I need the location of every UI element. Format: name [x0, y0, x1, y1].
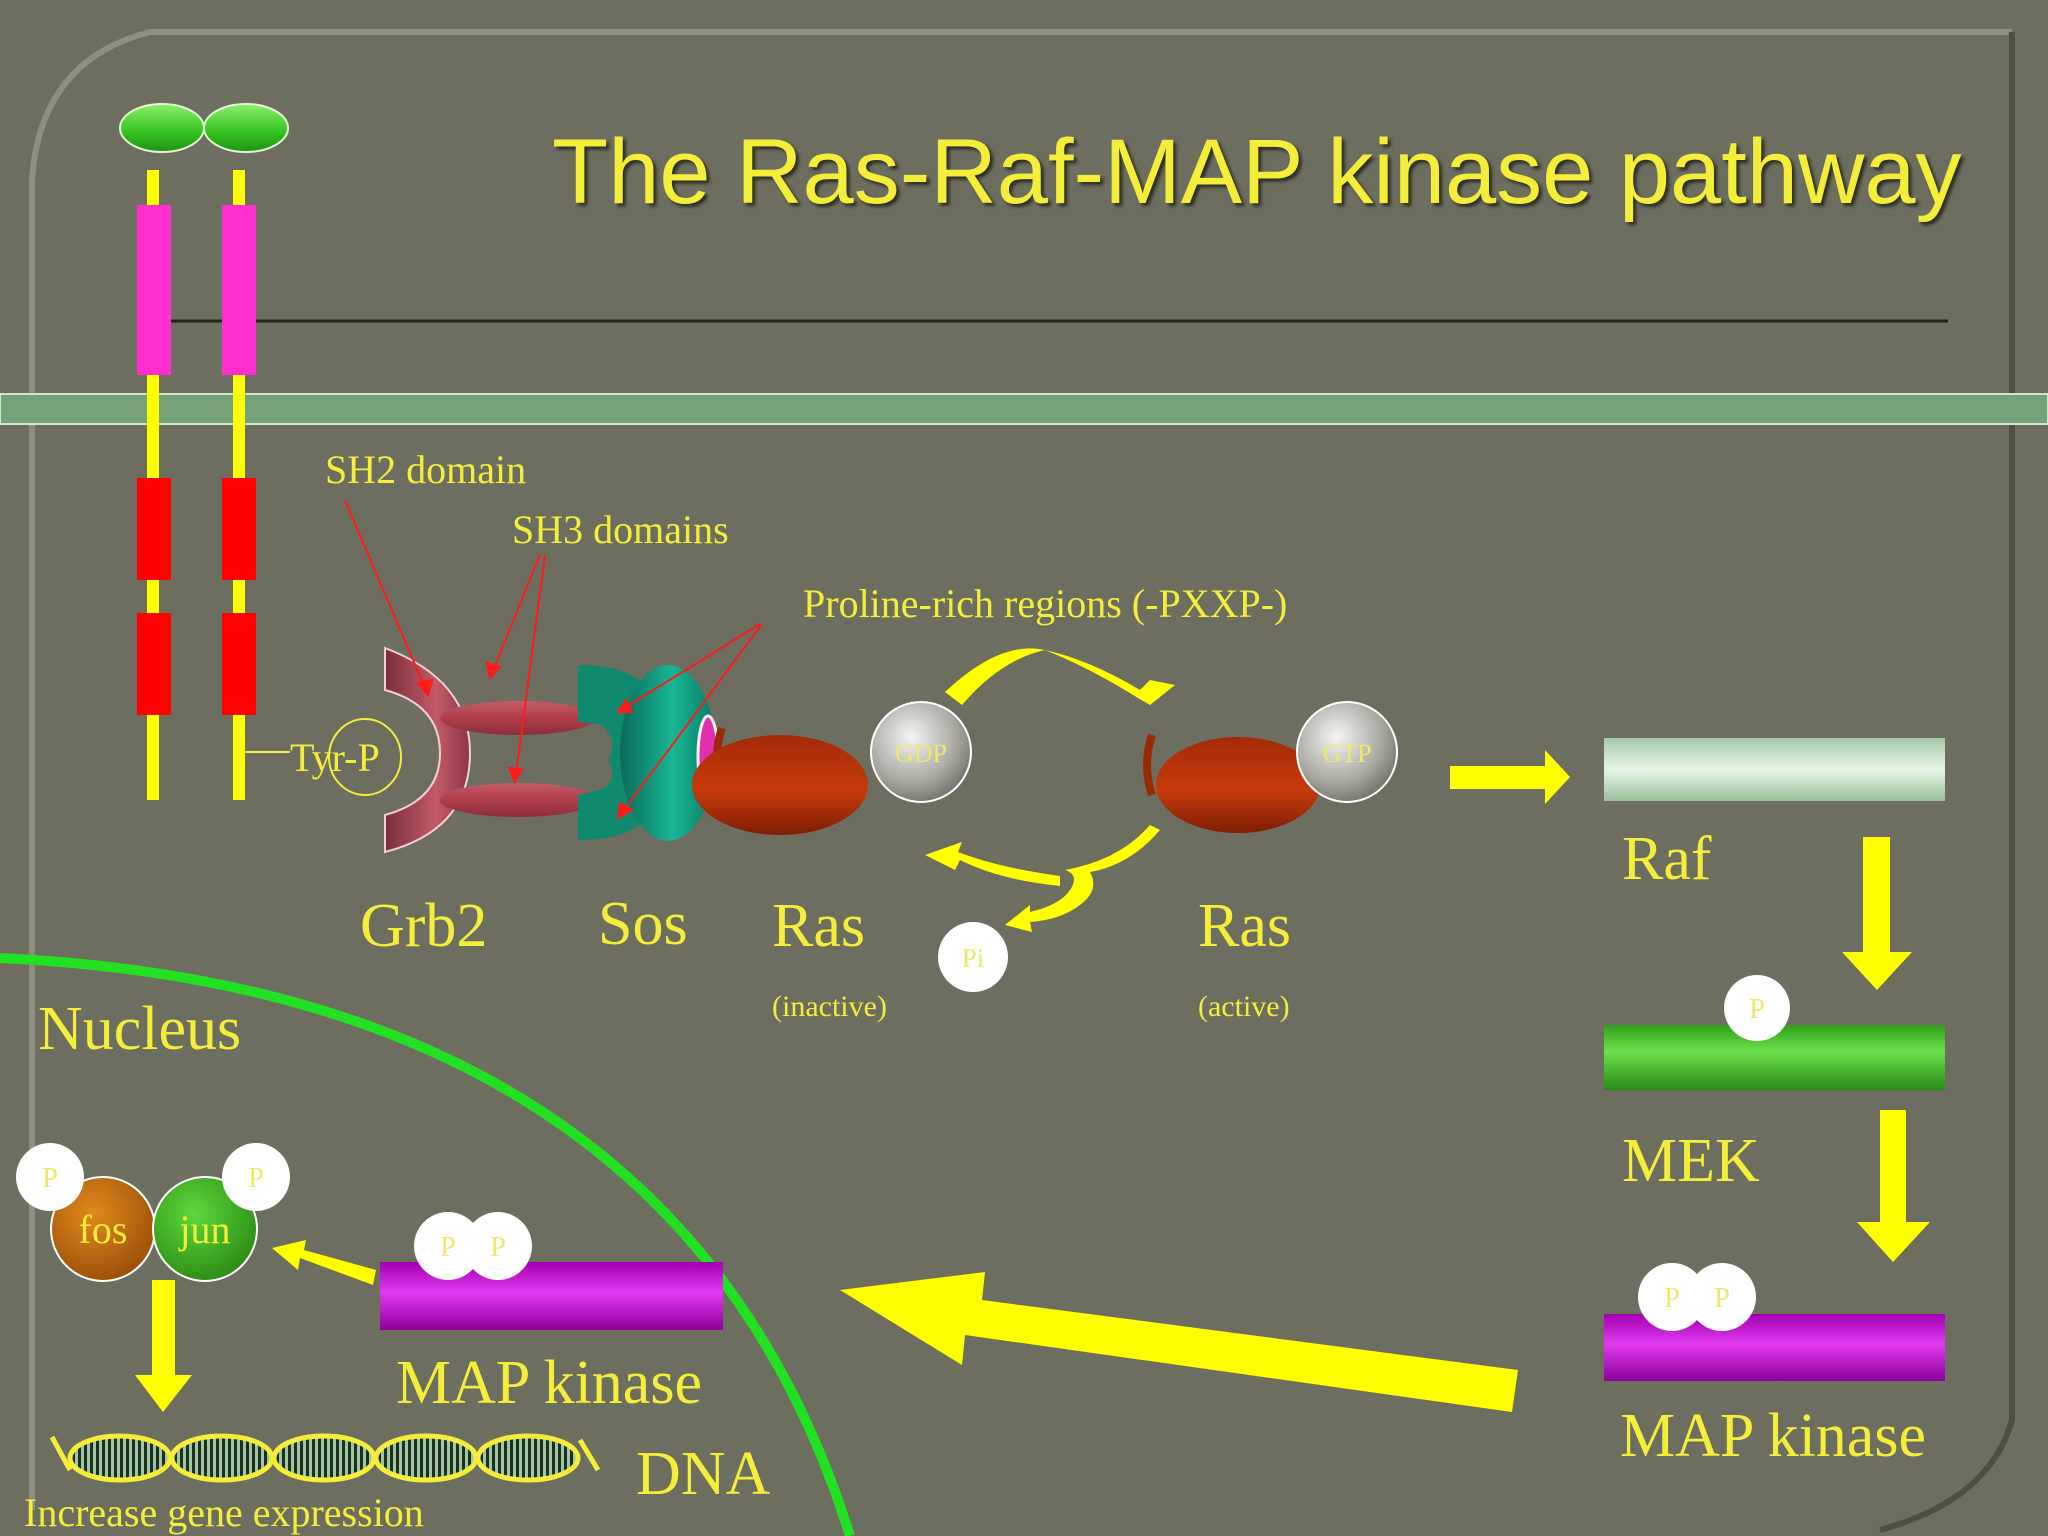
- nucleus-label: Nucleus: [38, 995, 242, 1063]
- mapk-left-phospho-1: [414, 1212, 482, 1280]
- dna-helix: [49, 1433, 601, 1483]
- mapk-right-p2: P: [1714, 1283, 1730, 1314]
- ras-active-label: Ras: [1198, 892, 1291, 960]
- active-label: (active): [1198, 990, 1290, 1023]
- jun-circle: [152, 1176, 258, 1282]
- slide-title: The Ras-Raf-MAP kinase pathway: [552, 121, 1962, 223]
- mek-phospho: [1724, 975, 1790, 1041]
- cascade-arrows: [135, 750, 1930, 1412]
- tyr-p-label: Tyr-P: [290, 735, 380, 780]
- exchange-arrows: [925, 648, 1175, 932]
- gdp-label: GDP: [895, 739, 947, 768]
- mapk-right-phospho-2: [1688, 1263, 1756, 1331]
- ras-inactive-label: Ras: [772, 892, 865, 960]
- plasma-membrane: [0, 393, 2048, 425]
- fos-phospho: [16, 1143, 84, 1211]
- mapk-right-phospho-1: [1638, 1263, 1706, 1331]
- sh2-domain-label: SH2 domain: [325, 447, 527, 492]
- gene-expression-label: Increase gene expression: [24, 1490, 424, 1535]
- mapk-left-p2: P: [490, 1232, 506, 1263]
- sh3-domains-label: SH3 domains: [512, 507, 729, 552]
- annotation-lines: [344, 499, 763, 820]
- dna-label: DNA: [636, 1440, 771, 1508]
- mapk-left-p1: P: [440, 1232, 456, 1263]
- raf-label: Raf: [1622, 825, 1712, 893]
- pi-circle: [938, 922, 1008, 992]
- mapk-right-p1: P: [1664, 1283, 1680, 1314]
- grb2-protein: [328, 646, 596, 854]
- jun-phospho: [222, 1143, 290, 1211]
- mapk-left-label: MAP kinase: [396, 1349, 702, 1417]
- ras-active: [1143, 701, 1398, 833]
- jun-label: jun: [177, 1207, 230, 1252]
- gtp-label: GTP: [1322, 739, 1371, 768]
- fos-p-label: P: [42, 1163, 58, 1194]
- inactive-label: (inactive): [772, 990, 887, 1023]
- ras-inactive: [692, 701, 972, 835]
- raf-bar: [1604, 738, 1945, 801]
- pi-label: Pi: [962, 943, 985, 973]
- mapk-left-phospho-2: [464, 1212, 532, 1280]
- mek-p-label: P: [1749, 994, 1765, 1025]
- jun-p-label: P: [248, 1163, 264, 1194]
- proline-rich-label: Proline-rich regions (-PXXP-): [803, 581, 1288, 626]
- grb2-label: Grb2: [360, 892, 488, 960]
- nuclear-envelope: [0, 953, 855, 1536]
- fos-label: fos: [79, 1207, 128, 1252]
- mapk-right-label: MAP kinase: [1620, 1402, 1926, 1470]
- receptor-dimer: [119, 103, 290, 800]
- sos-label: Sos: [598, 890, 688, 958]
- mek-label: MEK: [1622, 1127, 1760, 1195]
